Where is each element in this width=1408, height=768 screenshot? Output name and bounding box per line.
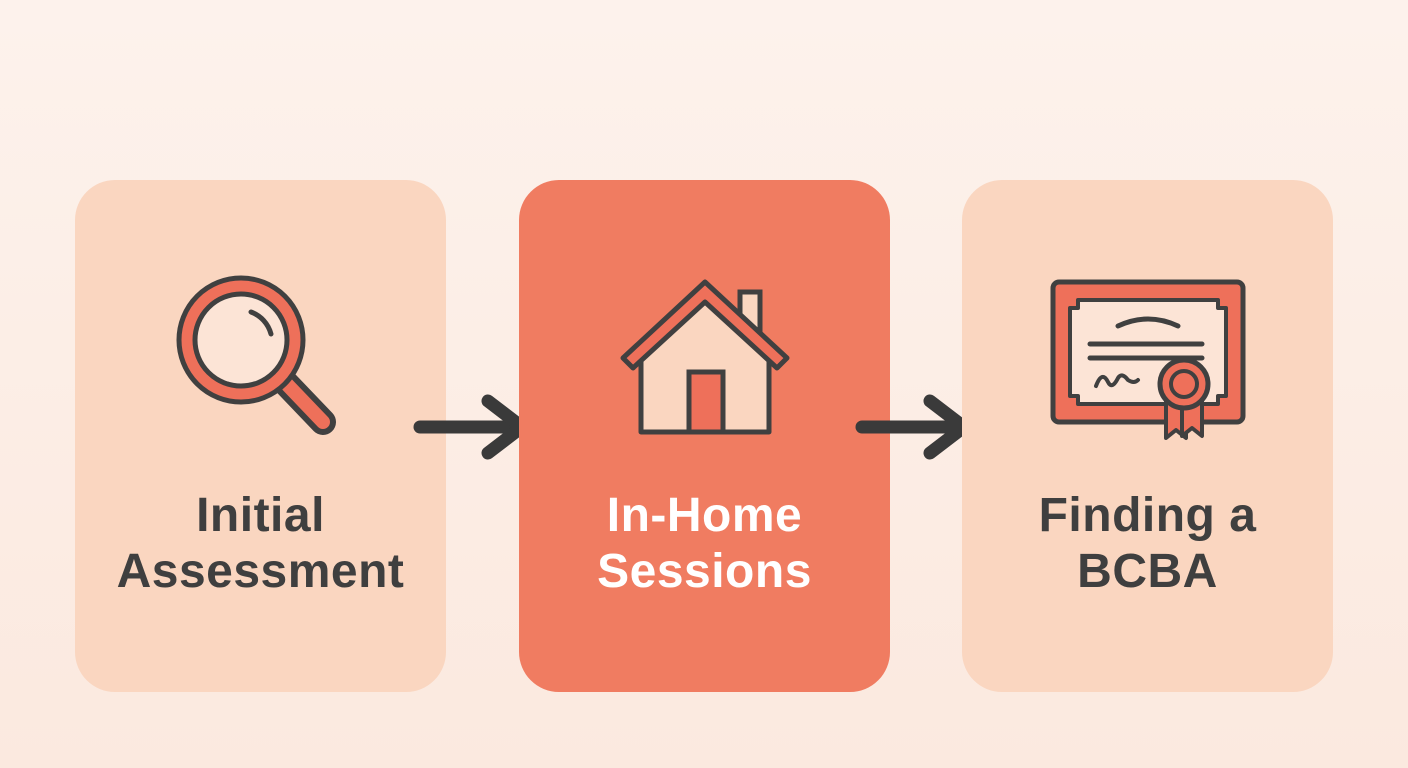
magnifying-glass-icon — [161, 260, 361, 460]
step-label: Initial Assessment — [75, 488, 446, 600]
step-label-line2: BCBA — [1077, 545, 1218, 598]
step-card-finding-a-bcba: Finding a BCBA — [962, 180, 1333, 692]
step-label-line1: Finding a — [1038, 489, 1257, 542]
step-label-line2: Assessment — [116, 545, 405, 598]
house-icon — [605, 260, 805, 460]
step-label: In-Home Sessions — [519, 488, 890, 600]
step-label-line1: Initial — [196, 489, 325, 542]
step-card-initial-assessment: Initial Assessment — [75, 180, 446, 692]
step-card-in-home-sessions: In-Home Sessions — [519, 180, 890, 692]
step-label: Finding a BCBA — [962, 488, 1333, 600]
step-label-line1: In-Home — [606, 489, 803, 542]
certificate-icon — [1048, 260, 1248, 460]
step-label-line2: Sessions — [597, 545, 812, 598]
